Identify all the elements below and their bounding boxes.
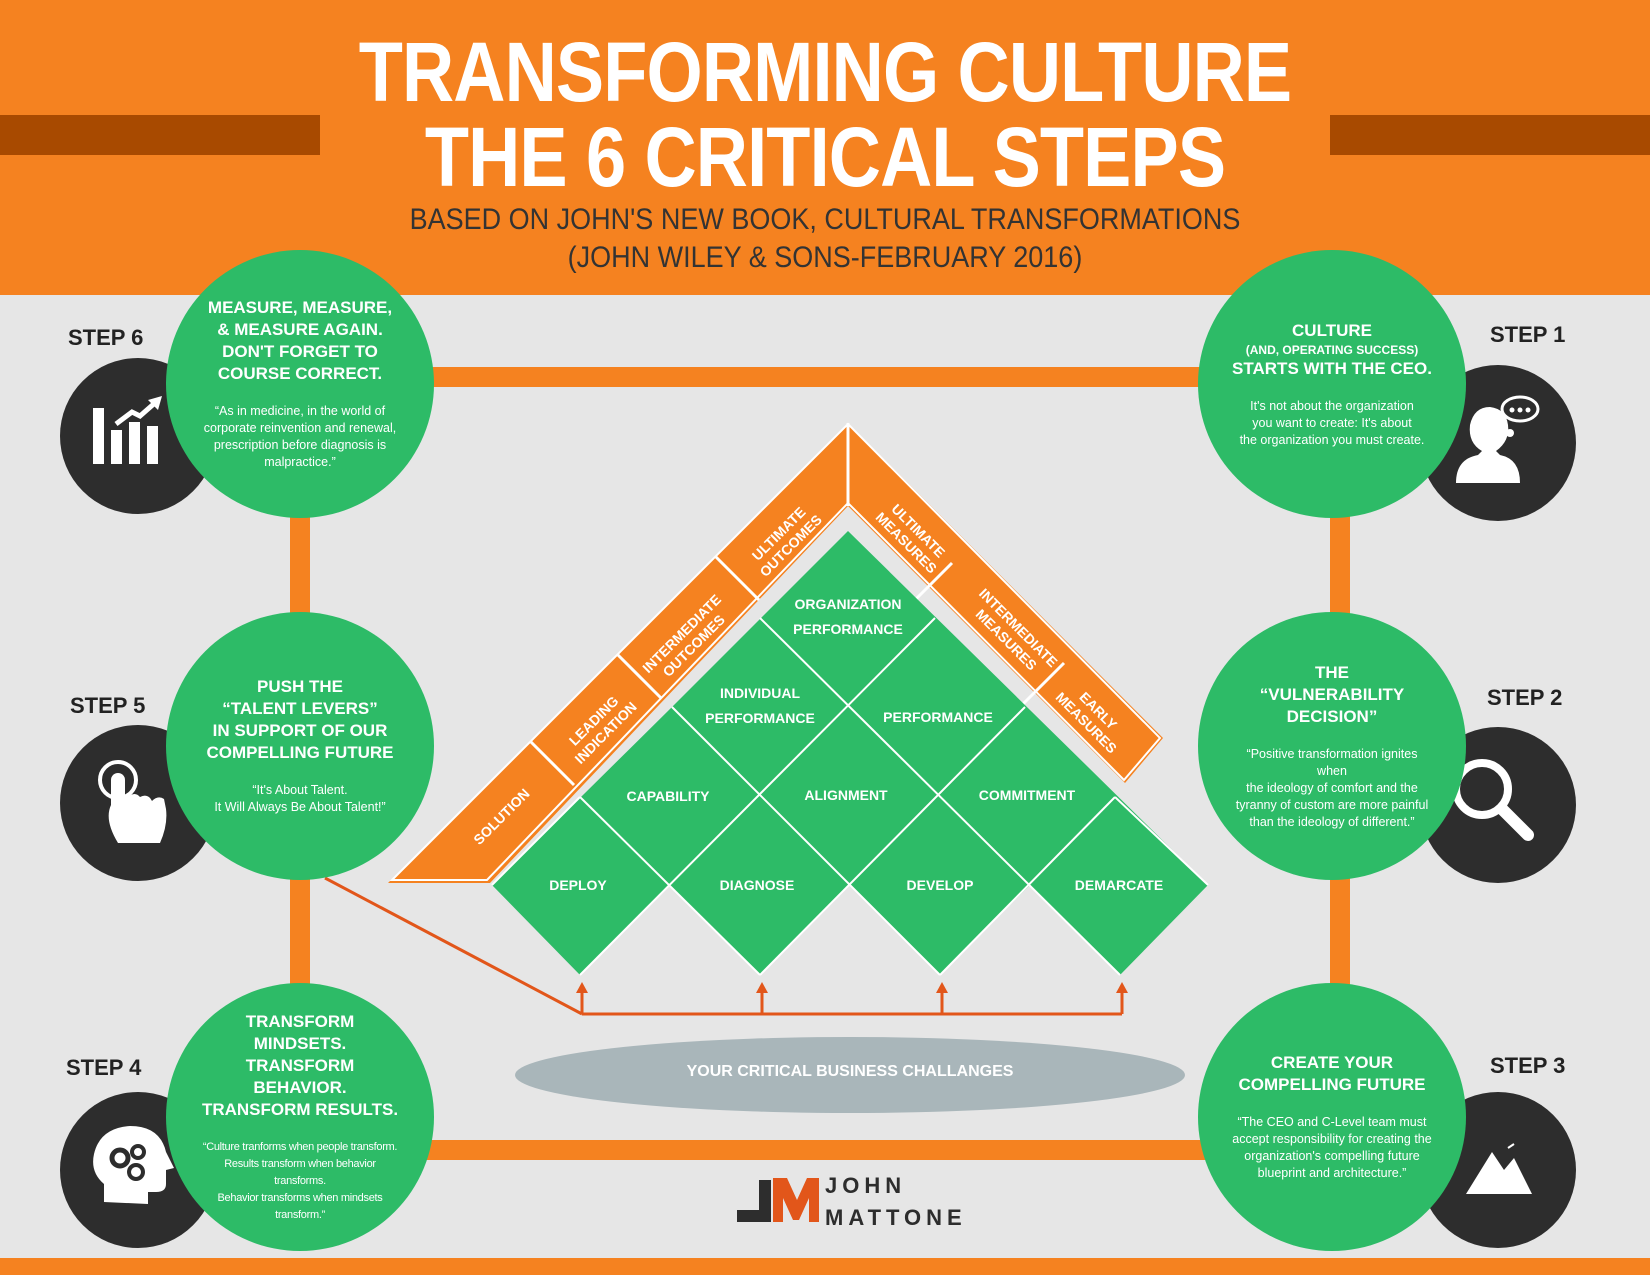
step-1-circle: CULTURE (AND, OPERATING SUCCESS) STARTS … — [1198, 250, 1466, 518]
header-left-bar — [0, 115, 320, 155]
header-right-bar — [1330, 115, 1650, 155]
pyramid-band-dividers — [528, 423, 1066, 787]
pyramid-orange-band — [388, 423, 1163, 883]
pyramid-green-body — [492, 531, 1208, 975]
cell-commitment: COMMITMENT — [979, 787, 1076, 803]
step-5-quote: “It's About Talent. It Will Always Be Ab… — [214, 783, 386, 814]
cell-organization: ORGANIZATION — [794, 596, 901, 612]
pyramid-grid-lines — [491, 617, 1209, 976]
cell-diagnose: DIAGNOSE — [720, 877, 795, 893]
step-1-heading-2: STARTS WITH THE CEO. — [1232, 358, 1432, 378]
logo-mattone: MATTONE — [825, 1205, 967, 1230]
jm-logo-icon — [737, 1178, 819, 1222]
step-3-heading: CREATE YOUR COMPELLING FUTURE — [1238, 1053, 1426, 1094]
cell-develop: DEVELOP — [907, 877, 974, 893]
step-4-label: STEP 4 — [66, 1055, 142, 1080]
step-6-label: STEP 6 — [68, 325, 144, 350]
step-2-label: STEP 2 — [1487, 685, 1563, 710]
mountain-icon — [1466, 1143, 1532, 1194]
step-2-quote: “Positive transformation ignites when th… — [1235, 746, 1429, 829]
thinking-person-icon — [1456, 395, 1540, 483]
bar-chart-icon — [93, 396, 162, 464]
cell-individual-performance: PERFORMANCE — [705, 710, 815, 726]
step-2-heading: THE “VULNERABILITY DECISION” — [1259, 662, 1405, 726]
challenges-label: YOUR CRITICAL BUSINESS CHALLANGES — [686, 1063, 1014, 1080]
title-line-2: THE 6 CRITICAL STEPS — [424, 110, 1226, 204]
challenge-arrows — [324, 876, 1124, 1016]
cell-individual: INDIVIDUAL — [720, 685, 801, 701]
title-line-1: TRANSFORMING CULTURE — [358, 25, 1292, 119]
cell-deploy: DEPLOY — [549, 877, 607, 893]
step-3-label: STEP 3 — [1490, 1053, 1566, 1078]
cell-performance: PERFORMANCE — [883, 709, 993, 725]
logo-john: JOHN — [825, 1173, 907, 1198]
head-gears-icon — [93, 1126, 174, 1204]
step-5-label: STEP 5 — [70, 693, 146, 718]
subtitle-line-1: BASED ON JOHN'S NEW BOOK, CULTURAL TRANS… — [409, 203, 1241, 236]
step-5-heading: PUSH THE “TALENT LEVERS” IN SUPPORT OF O… — [206, 677, 394, 762]
challenges-ellipse — [515, 1037, 1185, 1113]
step-4-circle: TRANSFORM MINDSETS. TRANSFORM BEHAVIOR. … — [166, 983, 434, 1251]
cell-organization-performance: PERFORMANCE — [793, 621, 903, 637]
step-1-subheading: (AND, OPERATING SUCCESS) — [1245, 342, 1419, 357]
cell-capability: CAPABILITY — [627, 788, 711, 804]
step-1-quote: It's not about the organization you want… — [1239, 398, 1425, 447]
footer-bar — [0, 1258, 1650, 1275]
step-3-circle: CREATE YOUR COMPELLING FUTURE “The CEO a… — [1198, 983, 1466, 1251]
step-1-heading: CULTURE — [1292, 320, 1372, 340]
step-4-heading: TRANSFORM MINDSETS. TRANSFORM BEHAVIOR. … — [201, 1011, 399, 1119]
step-1-label: STEP 1 — [1490, 322, 1566, 347]
step-3-quote: “The CEO and C-Level team must accept re… — [1232, 1115, 1432, 1180]
subtitle-line-2: (JOHN WILEY & SONS-FEBRUARY 2016) — [567, 241, 1083, 274]
pointing-hand-icon — [98, 760, 167, 843]
step-6-heading: MEASURE, MEASURE, & MEASURE AGAIN. DON'T… — [207, 298, 393, 383]
cell-alignment: ALIGNMENT — [804, 787, 888, 803]
step-5-circle: PUSH THE “TALENT LEVERS” IN SUPPORT OF O… — [166, 612, 434, 880]
step-4-quote: “Culture tranforms when people transform… — [202, 1140, 398, 1221]
step-6-quote: “As in medicine, in the world of corpora… — [203, 404, 397, 469]
step-6-circle: MEASURE, MEASURE, & MEASURE AGAIN. DON'T… — [166, 250, 434, 518]
step-2-circle: THE “VULNERABILITY DECISION” “Positive t… — [1198, 612, 1466, 880]
cell-demarcate: DEMARCATE — [1075, 877, 1163, 893]
